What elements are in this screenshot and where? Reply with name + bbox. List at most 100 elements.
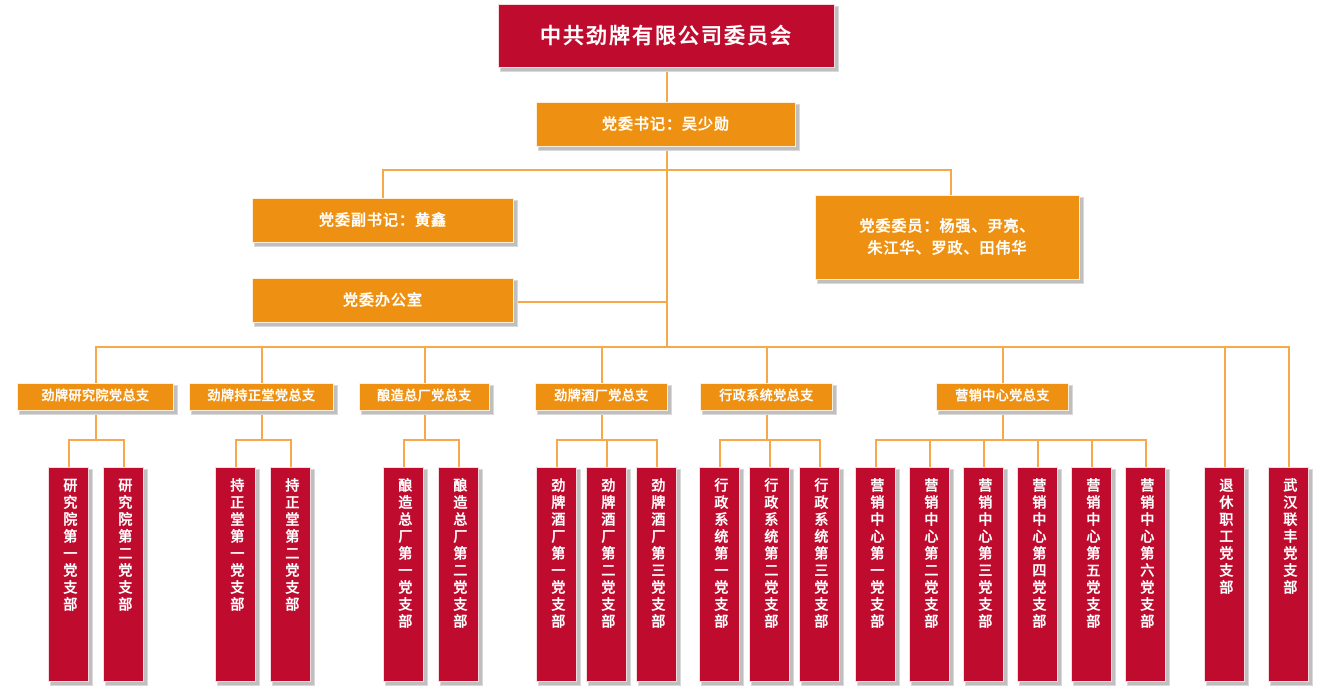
connector-bus-to-wuhan-lianfeng-branch	[1288, 346, 1290, 467]
branch-label-brewery-1: 酿造总厂第一党支部	[396, 478, 413, 631]
branch-label-brewery-2: 酿造总厂第二党支部	[451, 478, 468, 631]
branch-label-admin-1: 行政系统第一党支部	[712, 478, 729, 631]
branch-box-marketing-3[interactable]: 营销中心第三党支部	[963, 467, 1004, 682]
connector-marketing-child-6	[1145, 439, 1147, 467]
connector-to-deputy-secretary	[382, 169, 384, 198]
general-branch-chizhengtang-box[interactable]: 劲牌持正堂党总支	[189, 383, 334, 411]
org-root-box[interactable]: 中共劲牌有限公司委员会	[498, 4, 835, 68]
general-branch-admin-box[interactable]: 行政系统党总支	[700, 383, 833, 411]
branch-box-brewery-2[interactable]: 酿造总厂第二党支部	[438, 467, 479, 682]
branch-box-brewery-1[interactable]: 酿造总厂第一党支部	[383, 467, 424, 682]
connector-admin-child-2	[769, 439, 771, 467]
connector-brewery-child-2	[458, 439, 460, 467]
branch-box-distillery-3[interactable]: 劲牌酒厂第三党支部	[636, 467, 677, 682]
org-root-label: 中共劲牌有限公司委员会	[540, 23, 793, 48]
general-branch-brewery-label: 酿造总厂党总支	[377, 388, 472, 404]
branch-box-marketing-4[interactable]: 营销中心第四党支部	[1017, 467, 1058, 682]
deputy-secretary-box[interactable]: 党委副书记：黄鑫	[252, 198, 514, 243]
connector-marketing-child-5	[1091, 439, 1093, 467]
connector-marketing-bus	[875, 439, 1146, 441]
connector-distillery-child-3	[656, 439, 658, 467]
branch-label-retiree: 退休职工党支部	[1217, 478, 1234, 597]
connector-research-child-1	[68, 439, 70, 467]
branch-box-chizhengtang-1[interactable]: 持正堂第一党支部	[215, 467, 256, 682]
committee-members-line-1: 党委委员：杨强、尹亮、	[859, 216, 1036, 235]
connector-bus-to-admin	[766, 346, 768, 383]
branch-box-wuhan-lianfeng[interactable]: 武汉联丰党支部	[1268, 467, 1309, 682]
party-secretary-box[interactable]: 党委书记：吴少勋	[536, 102, 796, 147]
general-branch-chizhengtang-label: 劲牌持正堂党总支	[207, 388, 316, 404]
deputy-secretary-label: 党委副书记：黄鑫	[318, 210, 447, 229]
branch-box-retiree[interactable]: 退休职工党支部	[1204, 467, 1245, 682]
branch-box-research-1[interactable]: 研究院第一党支部	[48, 467, 89, 682]
connector-research-bus	[68, 439, 124, 441]
branch-label-research-2: 研究院第二党支部	[116, 478, 133, 614]
general-branch-distillery-box[interactable]: 劲牌酒厂党总支	[535, 383, 668, 411]
branch-label-admin-2: 行政系统第二党支部	[762, 478, 779, 631]
branch-box-marketing-1[interactable]: 营销中心第一党支部	[855, 467, 896, 682]
connector-marketing-child-2	[929, 439, 931, 467]
branch-box-chizhengtang-2[interactable]: 持正堂第二党支部	[270, 467, 311, 682]
committee-members-box[interactable]: 党委委员：杨强、尹亮、 朱江华、罗政、田伟华	[815, 195, 1080, 280]
connector-bus-to-chizhengtang	[261, 346, 263, 383]
branch-label-admin-3: 行政系统第三党支部	[812, 478, 829, 631]
branch-label-research-1: 研究院第一党支部	[61, 478, 78, 614]
branch-label-chizhengtang-2: 持正堂第二党支部	[283, 478, 300, 614]
branch-box-distillery-2[interactable]: 劲牌酒厂第二党支部	[586, 467, 627, 682]
branch-label-marketing-1: 营销中心第一党支部	[868, 478, 885, 631]
general-branch-research-label: 劲牌研究院党总支	[41, 388, 150, 404]
connector-bus-to-research	[95, 346, 97, 383]
connector-distillery-child-1	[556, 439, 558, 467]
branch-box-marketing-6[interactable]: 营销中心第六党支部	[1125, 467, 1166, 682]
connector-chizhengtang-child-2	[290, 439, 292, 467]
branch-label-marketing-4: 营销中心第四党支部	[1030, 478, 1047, 631]
general-branch-marketing-label: 营销中心党总支	[955, 388, 1050, 404]
connector-main-spine	[666, 169, 668, 347]
branch-box-admin-1[interactable]: 行政系统第一党支部	[699, 467, 740, 682]
branch-box-admin-2[interactable]: 行政系统第二党支部	[749, 467, 790, 682]
general-branch-brewery-box[interactable]: 酿造总厂党总支	[359, 383, 490, 411]
connector-distillery-child-2	[606, 439, 608, 467]
branch-box-marketing-5[interactable]: 营销中心第五党支部	[1071, 467, 1112, 682]
connector-marketing-child-1	[875, 439, 877, 467]
general-branch-marketing-box[interactable]: 营销中心党总支	[936, 383, 1069, 411]
connector-bus-to-brewery	[424, 346, 426, 383]
connector-brewery-bus	[403, 439, 459, 441]
connector-bus-to-marketing	[1002, 346, 1004, 383]
connector-chizhengtang-bus	[235, 439, 291, 441]
connector-department-bus	[95, 346, 1289, 348]
branch-box-marketing-2[interactable]: 营销中心第二党支部	[909, 467, 950, 682]
connector-secretary-down	[666, 147, 668, 170]
connector-marketing-down	[1002, 411, 1004, 440]
connector-marketing-child-4	[1037, 439, 1039, 467]
branch-label-distillery-2: 劲牌酒厂第二党支部	[599, 478, 616, 631]
branch-label-marketing-6: 营销中心第六党支部	[1138, 478, 1155, 631]
connector-research-down	[95, 411, 97, 440]
branch-label-distillery-3: 劲牌酒厂第三党支部	[649, 478, 666, 631]
connector-admin-child-3	[819, 439, 821, 467]
connector-root-to-secretary	[666, 68, 668, 102]
connector-to-committee-members	[950, 169, 952, 195]
branch-box-research-2[interactable]: 研究院第二党支部	[103, 467, 144, 682]
connector-office-to-spine	[513, 301, 667, 303]
committee-members-line-2: 朱江华、罗政、田伟华	[867, 238, 1028, 257]
connector-brewery-child-1	[403, 439, 405, 467]
branch-label-marketing-2: 营销中心第二党支部	[922, 478, 939, 631]
connector-bus-to-distillery	[601, 346, 603, 383]
connector-bus-to-retiree-branch	[1224, 346, 1226, 467]
party-secretary-label: 党委书记：吴少勋	[601, 114, 730, 133]
connector-research-child-2	[123, 439, 125, 467]
general-branch-admin-label: 行政系统党总支	[719, 388, 814, 404]
branch-box-distillery-1[interactable]: 劲牌酒厂第一党支部	[536, 467, 577, 682]
general-branch-research-box[interactable]: 劲牌研究院党总支	[17, 383, 174, 411]
branch-box-admin-3[interactable]: 行政系统第三党支部	[799, 467, 840, 682]
branch-label-chizhengtang-1: 持正堂第一党支部	[228, 478, 245, 614]
party-office-box[interactable]: 党委办公室	[252, 278, 514, 323]
general-branch-distillery-label: 劲牌酒厂党总支	[554, 388, 649, 404]
branch-label-marketing-3: 营销中心第三党支部	[976, 478, 993, 631]
connector-brewery-down	[424, 411, 426, 440]
connector-admin-down	[766, 411, 768, 440]
party-office-label: 党委办公室	[342, 290, 423, 309]
connector-chizhengtang-down	[261, 411, 263, 440]
